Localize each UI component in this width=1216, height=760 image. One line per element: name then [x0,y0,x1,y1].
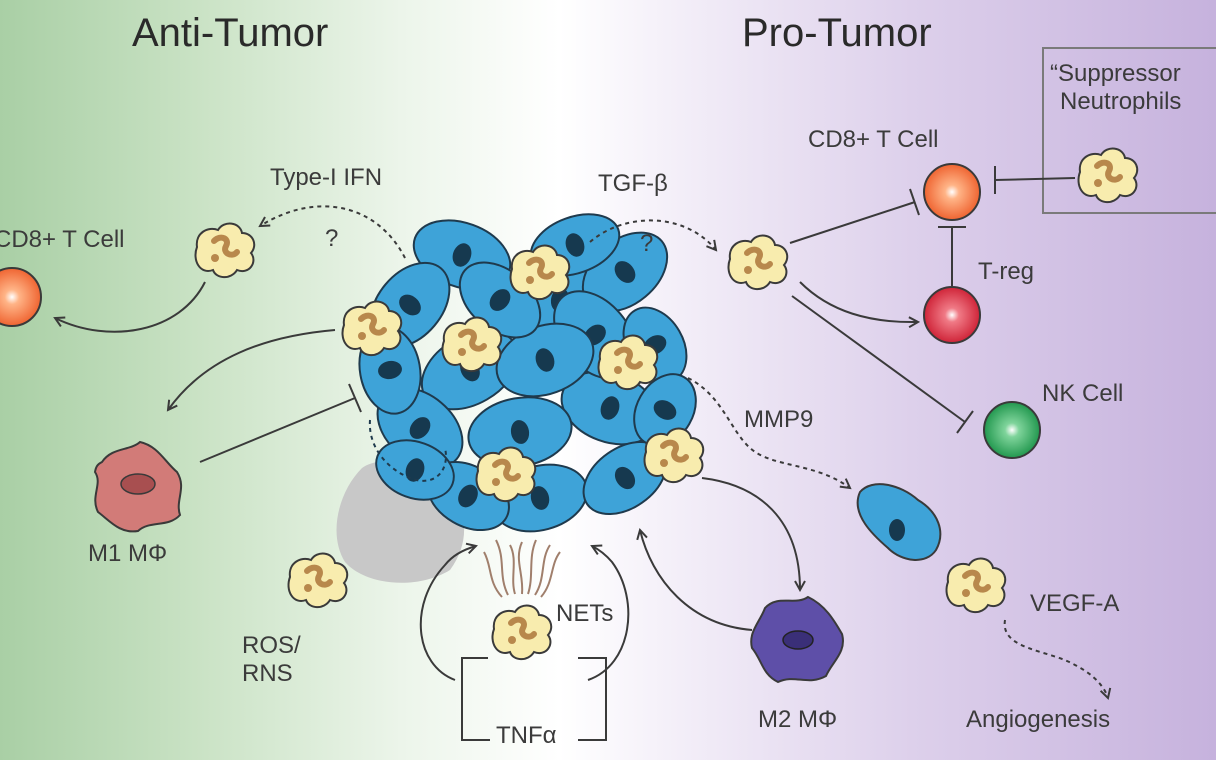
nets-fibers [483,539,561,598]
label-angiogenesis: Angiogenesis [966,706,1111,733]
m2-macrophage [750,595,844,684]
label-question-right: ? [640,230,654,257]
label-cd8-left: CD8+ T Cell [0,226,125,253]
tnf-bracket-right [578,657,607,741]
arrow-neutrophil-to-m1 [168,329,336,410]
label-suppressor-line1: “Suppressor [1050,60,1181,87]
tnf-bracket-left [461,657,490,741]
suppressor-neutrophil [1078,149,1137,203]
arrow-vegf-angiogenesis [1003,619,1108,698]
neutrophil-tgf-beta [728,236,787,290]
inhibition-bar-m1 [348,383,362,413]
label-m1-macrophage: M1 MΦ [88,540,168,567]
treg-cell [923,286,981,344]
tumor-cell [495,322,595,398]
inhibition-suppressor-to-cd8 [994,177,1076,181]
label-question-left: ? [325,225,339,252]
arrow-m2-to-tumor [640,530,753,631]
inhibition-neutrophil-to-nk [791,295,966,423]
m1-macrophage [93,440,183,533]
inhibition-bar-cd8 [909,188,920,216]
label-ros-rns: ROS/ RNS [242,632,301,687]
label-mmp9: MMP9 [744,406,814,433]
neutrophil-vegf-a [946,559,1005,613]
label-ros: ROS/ [242,632,301,659]
label-rns: RNS [242,659,293,687]
label-treg: T-reg [978,258,1035,285]
cd8-t-cell-left [0,267,42,327]
label-tnf-alpha: TNFα [496,722,557,749]
label-type-i-ifn: Type-I IFN [270,164,383,191]
neutrophil-type-i-ifn [195,224,254,278]
label-tgf-beta: TGF-β [598,170,668,197]
suppressor-neutrophils-box [1042,47,1216,214]
inhibition-bar-nk [956,410,974,434]
tumor-cell [467,396,573,468]
label-nk-cell: NK Cell [1042,380,1124,407]
label-suppressor-line2: Neutrophils [1060,87,1182,115]
inhibition-m1-to-tumor [199,397,356,463]
inhibition-neutrophil-to-cd8 [789,201,916,244]
tumor-dotted-edge [368,419,447,482]
tumor-cell [375,439,455,501]
neutrophil-ros-rns [288,554,347,608]
arrow-neutrophil-to-treg [799,281,918,322]
arrow-tumor-to-m2 [701,477,800,590]
arrow-neutrophil-to-cd8-left [55,281,206,333]
nk-cell [983,401,1041,459]
neutrophil-nets [492,606,551,660]
arrow-tgf-beta [589,219,716,250]
label-nets: NETs [556,600,614,627]
heading-anti-tumor: Anti-Tumor [132,11,329,55]
cd8-t-cell-right [923,163,981,221]
label-suppressor-neutrophils: “Suppressor Neutrophils [1050,60,1216,115]
label-cd8-right: CD8+ T Cell [808,126,939,153]
arrow-nets-left-loop [419,546,476,681]
heading-pro-tumor: Pro-Tumor [742,11,932,55]
arrow-nets-right-loop [587,546,630,681]
neutrophil-in-tumor [644,429,703,483]
arrow-type-i-ifn [260,205,406,259]
label-m2-macrophage: M2 MΦ [758,706,838,733]
label-vegf-a: VEGF-A [1030,590,1120,617]
migrating-tumor-cell [856,483,942,561]
